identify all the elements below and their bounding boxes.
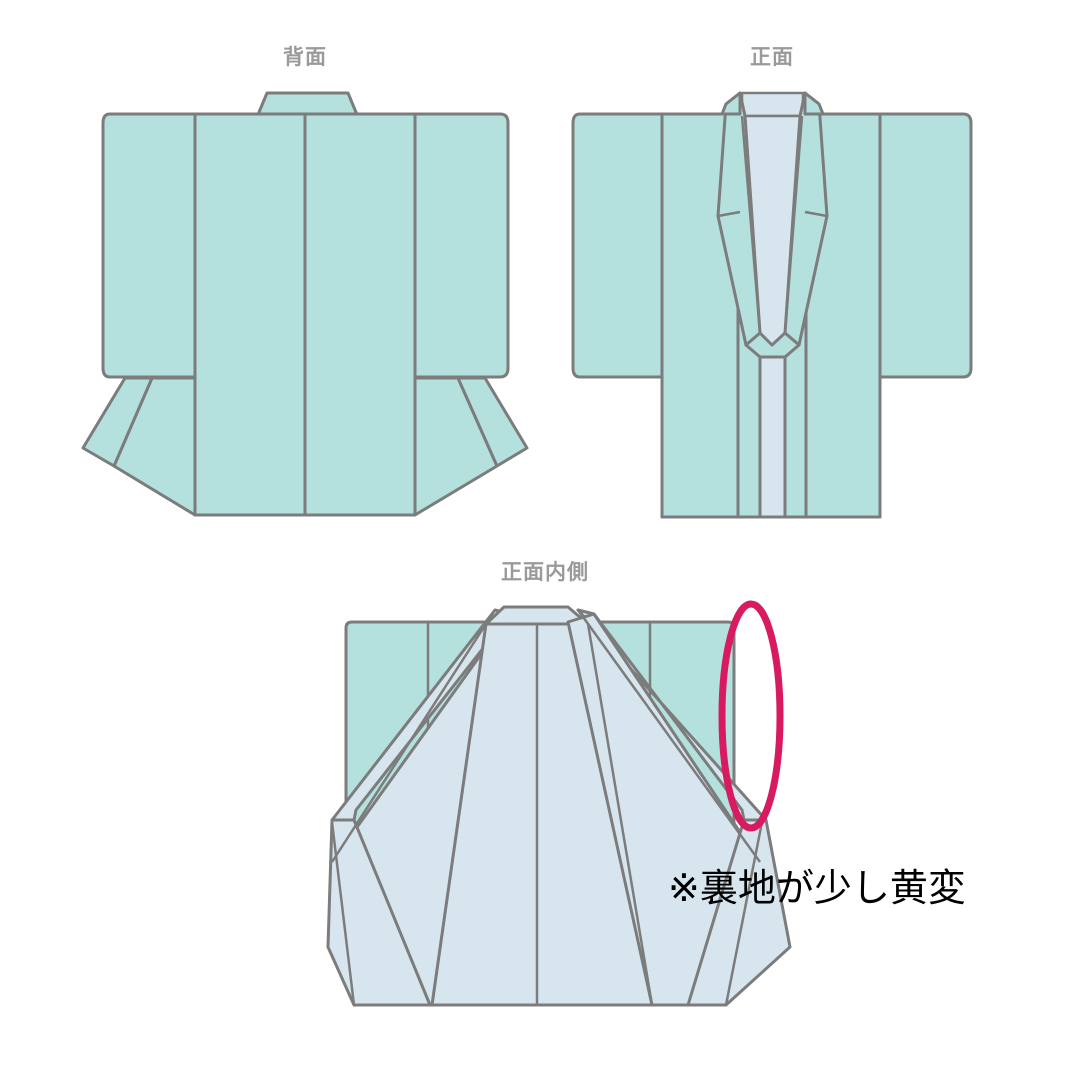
- front-left-collar-shoulder: [720, 91, 742, 116]
- front-right-collar-notch: [804, 210, 828, 218]
- back-left-sleeve: [101, 112, 197, 379]
- front-right-collar-fold: [783, 115, 804, 334]
- back-right-skirt-wedge: [456, 376, 529, 468]
- front-left-collar-fold: [740, 115, 762, 334]
- view-label-back: 背面: [283, 46, 327, 69]
- inner-right-wedge-seam: [724, 821, 764, 1006]
- inner-left-fold-line: [330, 609, 497, 863]
- inner-left-skirt-seam: [430, 623, 488, 1006]
- view-label-front: 正面: [750, 46, 794, 69]
- back-right-sleeve: [413, 112, 510, 379]
- inner-left-wedge-seam: [330, 821, 356, 1006]
- inner-left-lining-wedge: [326, 818, 432, 1007]
- front-right-collar-shoulder: [803, 91, 825, 116]
- view-label-front-inner: 正面内側: [501, 561, 589, 584]
- front-right-sleeve: [878, 112, 973, 379]
- lining-yellowing-note: ※裏地が少し黄変: [668, 866, 966, 910]
- lining-yellowing-highlight-ellipse: [718, 600, 784, 832]
- inner-right-skirt-seam: [586, 623, 654, 1006]
- back-left-skirt-wedge: [81, 376, 154, 468]
- front-collar-v-tip: [744, 331, 801, 359]
- front-left-sleeve: [571, 112, 664, 379]
- inner-right-fold-line: [576, 609, 762, 863]
- front-left-collar-notch: [717, 210, 741, 218]
